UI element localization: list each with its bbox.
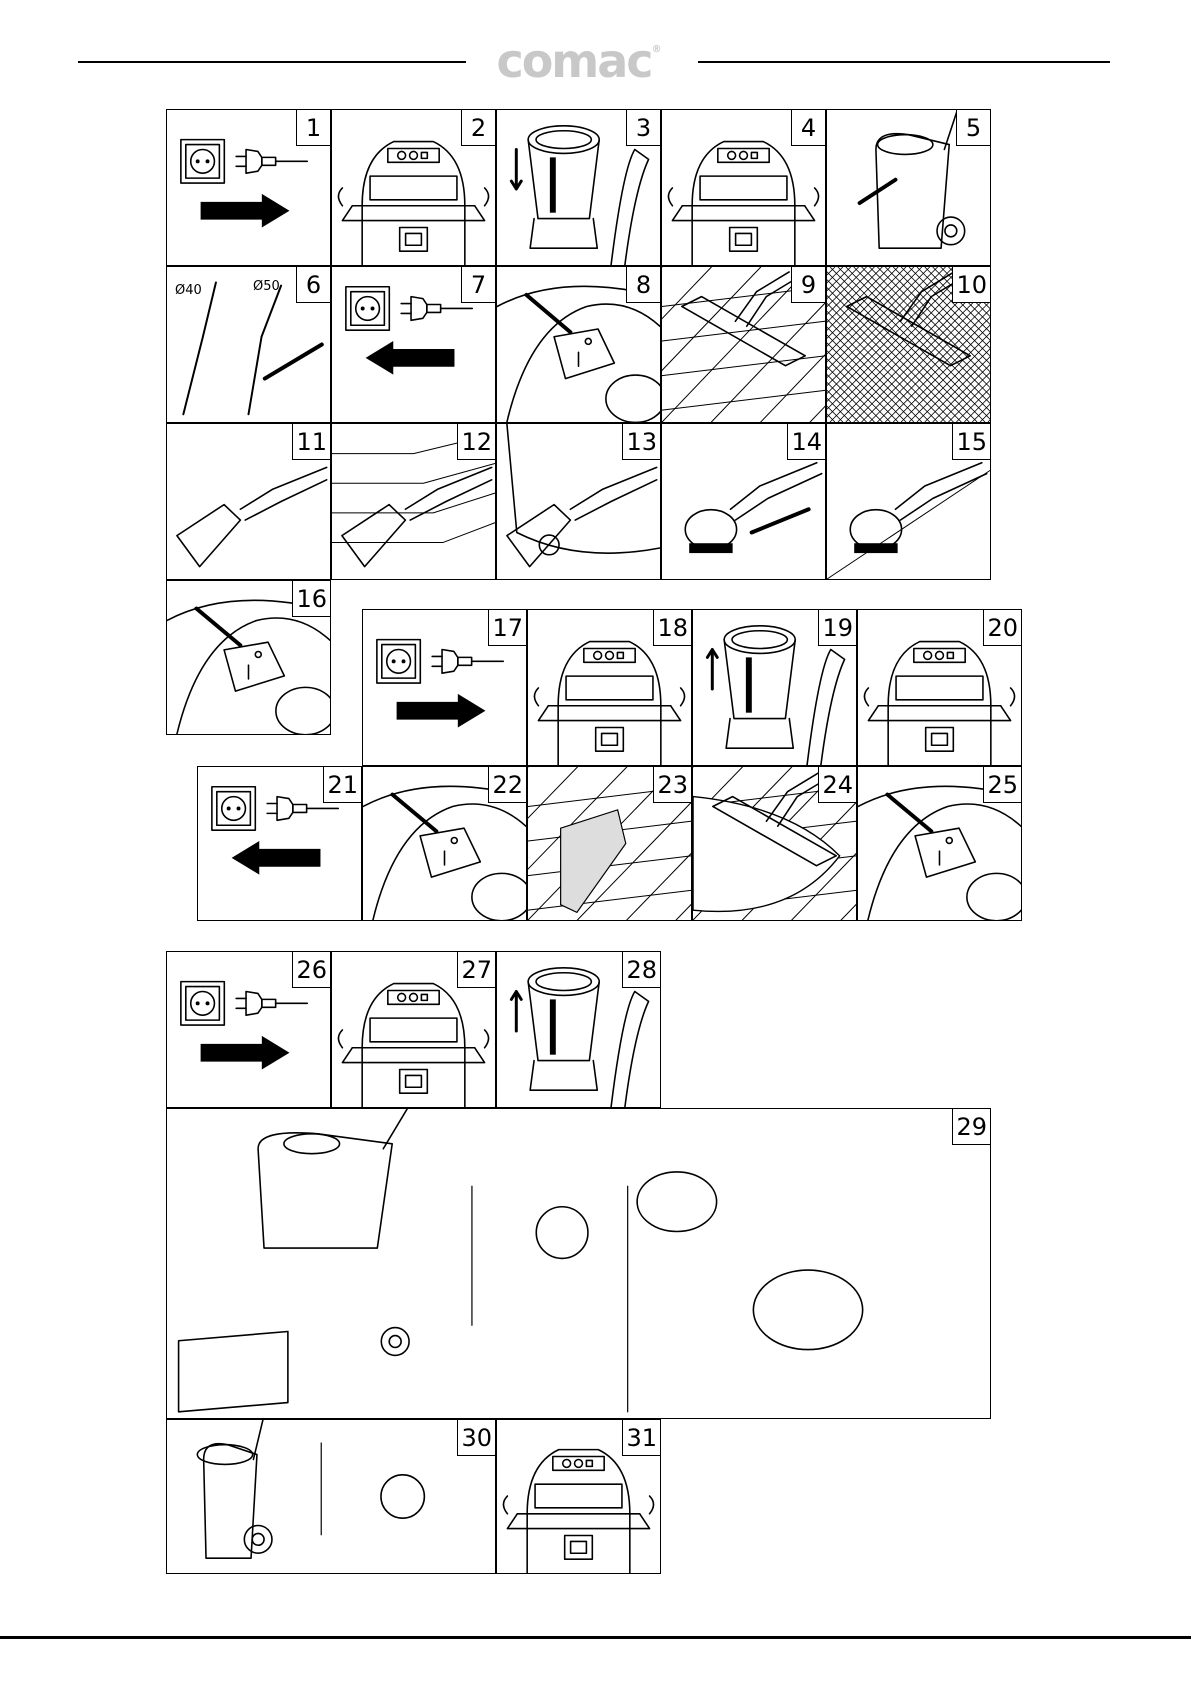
step-panel-31: 31: [496, 1419, 661, 1574]
step-panel-13: 13: [496, 423, 661, 580]
step-panel-29: 29: [166, 1108, 991, 1419]
header-rule-left: [78, 61, 466, 63]
step-number: 18: [653, 610, 691, 646]
step-number: 1: [296, 110, 330, 146]
logo-text: comac: [496, 34, 651, 88]
step-panel-26: 26: [166, 951, 331, 1108]
step-number: 17: [488, 610, 526, 646]
step-panel-14: 14: [661, 423, 826, 580]
step-panel-7: 7: [331, 266, 496, 423]
step-number: 30: [457, 1420, 495, 1456]
step-panel-24: 24: [692, 766, 857, 921]
step-number: 13: [622, 424, 660, 460]
footer-rule: [0, 1636, 1191, 1639]
step-number: 27: [457, 952, 495, 988]
step-number: 20: [983, 610, 1021, 646]
step-number: 19: [818, 610, 856, 646]
step-number: 24: [818, 767, 856, 803]
step-number: 28: [622, 952, 660, 988]
diameter-label-50: Ø50: [253, 279, 280, 294]
step-number: 7: [461, 267, 495, 303]
step-panel-3: 3: [496, 109, 661, 266]
step-number: 3: [626, 110, 660, 146]
step-number: 29: [952, 1109, 990, 1145]
step-panel-5: 5: [826, 109, 991, 266]
step-number: 12: [457, 424, 495, 460]
drain-valve-icon: [167, 1420, 495, 1573]
step-panel-11: 11: [166, 423, 331, 580]
step-number: 11: [292, 424, 330, 460]
step-panel-16: 16: [166, 580, 331, 735]
brand-logo: comac®: [462, 38, 694, 84]
step-panel-9: 9: [661, 266, 826, 423]
diameter-label-40: Ø40: [175, 283, 202, 298]
step-panel-27: 27: [331, 951, 496, 1108]
step-panel-28: 28: [496, 951, 661, 1108]
drain-tank-icon: [167, 1109, 990, 1418]
step-number: 6: [296, 267, 330, 303]
step-panel-2: 2: [331, 109, 496, 266]
step-panel-15: 15: [826, 423, 991, 580]
step-panel-18: 18: [527, 609, 692, 766]
step-number: 22: [488, 767, 526, 803]
step-panel-1: 1: [166, 109, 331, 266]
step-panel-4: 4: [661, 109, 826, 266]
step-number: 25: [983, 767, 1021, 803]
step-panel-30: 30: [166, 1419, 496, 1574]
step-panel-8: 8: [496, 266, 661, 423]
step-number: 14: [787, 424, 825, 460]
step-number: 2: [461, 110, 495, 146]
step-number: 21: [323, 767, 361, 803]
step-panel-21: 21: [197, 766, 362, 921]
step-panel-25: 25: [857, 766, 1022, 921]
step-number: 4: [791, 110, 825, 146]
step-number: 15: [952, 424, 990, 460]
logo-mark: ®: [652, 44, 660, 55]
step-number: 16: [292, 581, 330, 617]
step-panel-19: 19: [692, 609, 857, 766]
step-number: 23: [653, 767, 691, 803]
step-panel-23: 23: [527, 766, 692, 921]
header-rule-right: [698, 61, 1110, 63]
step-panel-22: 22: [362, 766, 527, 921]
step-number: 8: [626, 267, 660, 303]
step-panel-17: 17: [362, 609, 527, 766]
step-panel-12: 12: [331, 423, 496, 580]
step-number: 26: [292, 952, 330, 988]
step-number: 31: [622, 1420, 660, 1456]
step-panel-6: Ø40 Ø50 6: [166, 266, 331, 423]
step-number: 10: [952, 267, 990, 303]
step-panel-20: 20: [857, 609, 1022, 766]
step-number: 9: [791, 267, 825, 303]
step-number: 5: [956, 110, 990, 146]
step-panel-10: 10: [826, 266, 991, 423]
